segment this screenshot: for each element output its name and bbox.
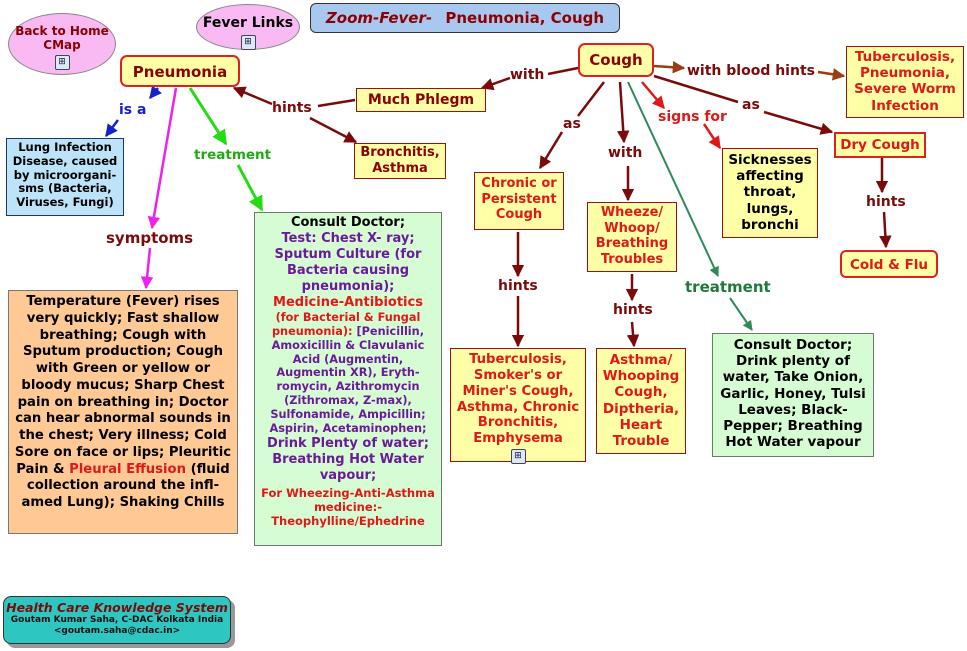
edge-phlegm-hints	[317, 98, 356, 108]
edge-as-chronic	[538, 131, 564, 170]
label-dry-hints: hints	[866, 194, 906, 210]
dry-cough-node[interactable]: Dry Cough	[834, 132, 926, 158]
label-wheeze-hints: hints	[613, 302, 653, 318]
label-pneumonia-treatment: treatment	[194, 147, 272, 163]
asthma-whoop-label: Asthma/ Whooping Cough, Diptheria, Heart…	[602, 352, 680, 449]
edge-cough-treatment	[627, 81, 719, 277]
label-cough-with: with	[510, 67, 545, 83]
edge-pneumonia-symptoms	[147, 87, 178, 230]
treat-consult: Consult Doctor;	[290, 215, 406, 230]
symptoms-node[interactable]: Temperature (Fever) rises very quickly; …	[8, 290, 238, 534]
treat-wheeze: For Wheezing-Anti-Asthma medicine:- Theo…	[261, 485, 435, 529]
edge-as-drycough	[763, 110, 834, 135]
sicknesses-label: Sicknesses affecting throat, lungs, bron…	[728, 152, 812, 233]
footer-credit: Health Care Knowledge System Goutam Kuma…	[3, 596, 231, 644]
edge-cough-as-chronic	[577, 81, 605, 117]
much-phlegm-label: Much Phlegm	[367, 92, 475, 108]
pneumonia-treatment-node[interactable]: Consult Doctor; Test: Chest X- ray; Sput…	[254, 212, 442, 546]
home-node[interactable]: Back to Home CMap ⊞	[8, 13, 116, 75]
edge-hints-cold	[879, 211, 892, 249]
tb-smoker-label: Tuberculosis, Smoker's or Miner's Cough,…	[456, 352, 580, 447]
label-with-blood-hints: with blood hints	[687, 63, 815, 79]
label-chronic-hints: hints	[498, 278, 538, 294]
chronic-node[interactable]: Chronic or Persistent Cough	[474, 172, 564, 230]
edge-cough-with	[547, 66, 579, 76]
treat-medicine: Medicine-Antibiotics	[273, 294, 423, 310]
tb-smoker-node[interactable]: Tuberculosis, Smoker's or Miner's Cough,…	[450, 348, 586, 465]
footer-title: Health Care Knowledge System	[6, 600, 228, 615]
cough-treatment-node[interactable]: Consult Doctor; Drink plenty of water, T…	[712, 333, 874, 457]
asthma-whoop-node[interactable]: Asthma/ Whooping Cough, Diptheria, Heart…	[596, 348, 686, 454]
pneumonia-label: Pneumonia	[132, 63, 228, 81]
bronchitis-asthma-label: Bronchitis, Asthma	[360, 145, 440, 176]
label-as-chronic: as	[563, 116, 581, 132]
tb-worm-node[interactable]: Tuberculosis, Pneumonia, Severe Worm Inf…	[846, 46, 964, 118]
label-with-wheeze: with	[608, 145, 643, 161]
edge-cough-signs	[641, 81, 665, 109]
edge-cough-as-dry	[653, 74, 739, 104]
edge-signs-sickness	[702, 123, 722, 150]
treat-drugs: [Penicillin, Amoxicillin & Clavulanic Ac…	[269, 324, 427, 436]
treat-medicine-note: (for Bacterial & Fungal pneumonia):	[271, 310, 421, 338]
edge-hints-pneumonia	[232, 86, 273, 106]
edge-treatment-box	[236, 164, 264, 212]
chronic-label: Chronic or Persistent Cough	[481, 176, 557, 223]
edge-cough-with-wheeze	[617, 81, 630, 144]
edge-pneumonia-isa	[149, 85, 162, 99]
footer-email: <goutam.saha@cdac.in>	[53, 625, 181, 636]
concept-map-icon[interactable]: ⊞	[54, 54, 70, 70]
cold-flu-node[interactable]: Cold & Flu	[840, 250, 938, 278]
label-is-a: is a	[119, 102, 147, 118]
treat-drink: Drink Plenty of water; Breathing Hot Wat…	[267, 435, 429, 483]
concept-map-icon[interactable]: ⊞	[240, 34, 256, 50]
wheeze-node[interactable]: Wheeze/ Whoop/ Breathing Troubles	[587, 202, 677, 272]
edge-symptoms-box	[140, 247, 154, 290]
pneumonia-node[interactable]: Pneumonia	[120, 55, 240, 87]
sicknesses-node[interactable]: Sicknesses affecting throat, lungs, bron…	[722, 148, 818, 238]
fever-links-label: Fever Links	[202, 15, 294, 31]
treat-test: Test: Chest X- ray; Sputum Culture (for …	[274, 230, 422, 294]
label-phlegm-hints: hints	[272, 100, 312, 116]
lung-infection-node[interactable]: Lung Infection Disease, caused by microo…	[6, 138, 124, 216]
footer-author: Goutam Kumar Saha, C-DAC Kolkata India	[10, 615, 224, 625]
edge-hints-asthma	[626, 321, 640, 348]
label-signs-for: signs for	[658, 109, 727, 125]
edge-isa-lung	[105, 119, 119, 137]
cough-treatment-label: Consult Doctor; Drink plenty of water, T…	[720, 337, 866, 451]
edge-blood-tb	[817, 68, 846, 81]
symptoms-text-2: (fluid collection around the infl-amed L…	[21, 461, 230, 511]
edge-pneumonia-treatment	[188, 87, 228, 146]
cold-flu-label: Cold & Flu	[849, 257, 929, 273]
edge-cough-blood	[653, 61, 686, 74]
title-node: Zoom-Fever- Pneumonia, Cough	[310, 3, 620, 33]
label-cough-treatment: treatment	[685, 278, 771, 296]
bronchitis-asthma-node[interactable]: Bronchitis, Asthma	[354, 143, 446, 179]
label-as-dry: as	[742, 97, 760, 113]
treat-drugs-block: (for Bacterial & Fungal pneumonia): [Pen…	[258, 311, 438, 436]
much-phlegm-node[interactable]: Much Phlegm	[356, 88, 486, 112]
label-symptoms: symptoms	[106, 229, 194, 247]
lung-infection-label: Lung Infection Disease, caused by microo…	[12, 140, 118, 210]
title-prefix: Zoom-Fever-	[325, 9, 433, 27]
symptoms-text-1: Temperature (Fever) rises very quickly; …	[14, 294, 232, 477]
fever-links-node[interactable]: Fever Links ⊞	[196, 4, 300, 50]
dry-cough-label: Dry Cough	[840, 137, 920, 153]
concept-map-icon[interactable]: ⊞	[510, 449, 526, 465]
symptoms-text-highlight: Pleural Effusion	[69, 461, 186, 477]
tb-worm-label: Tuberculosis, Pneumonia, Severe Worm Inf…	[854, 49, 956, 114]
cough-label: Cough	[589, 51, 643, 69]
cough-node[interactable]: Cough	[578, 43, 654, 77]
edge-hints-bronchitis	[309, 116, 358, 144]
wheeze-label: Wheeze/ Whoop/ Breathing Troubles	[595, 205, 669, 267]
title-rest: Pneumonia, Cough	[445, 9, 605, 27]
edge-treatment-consult	[729, 297, 753, 331]
home-node-label: Back to Home CMap	[15, 24, 109, 53]
edge-with-phlegm	[480, 76, 511, 91]
